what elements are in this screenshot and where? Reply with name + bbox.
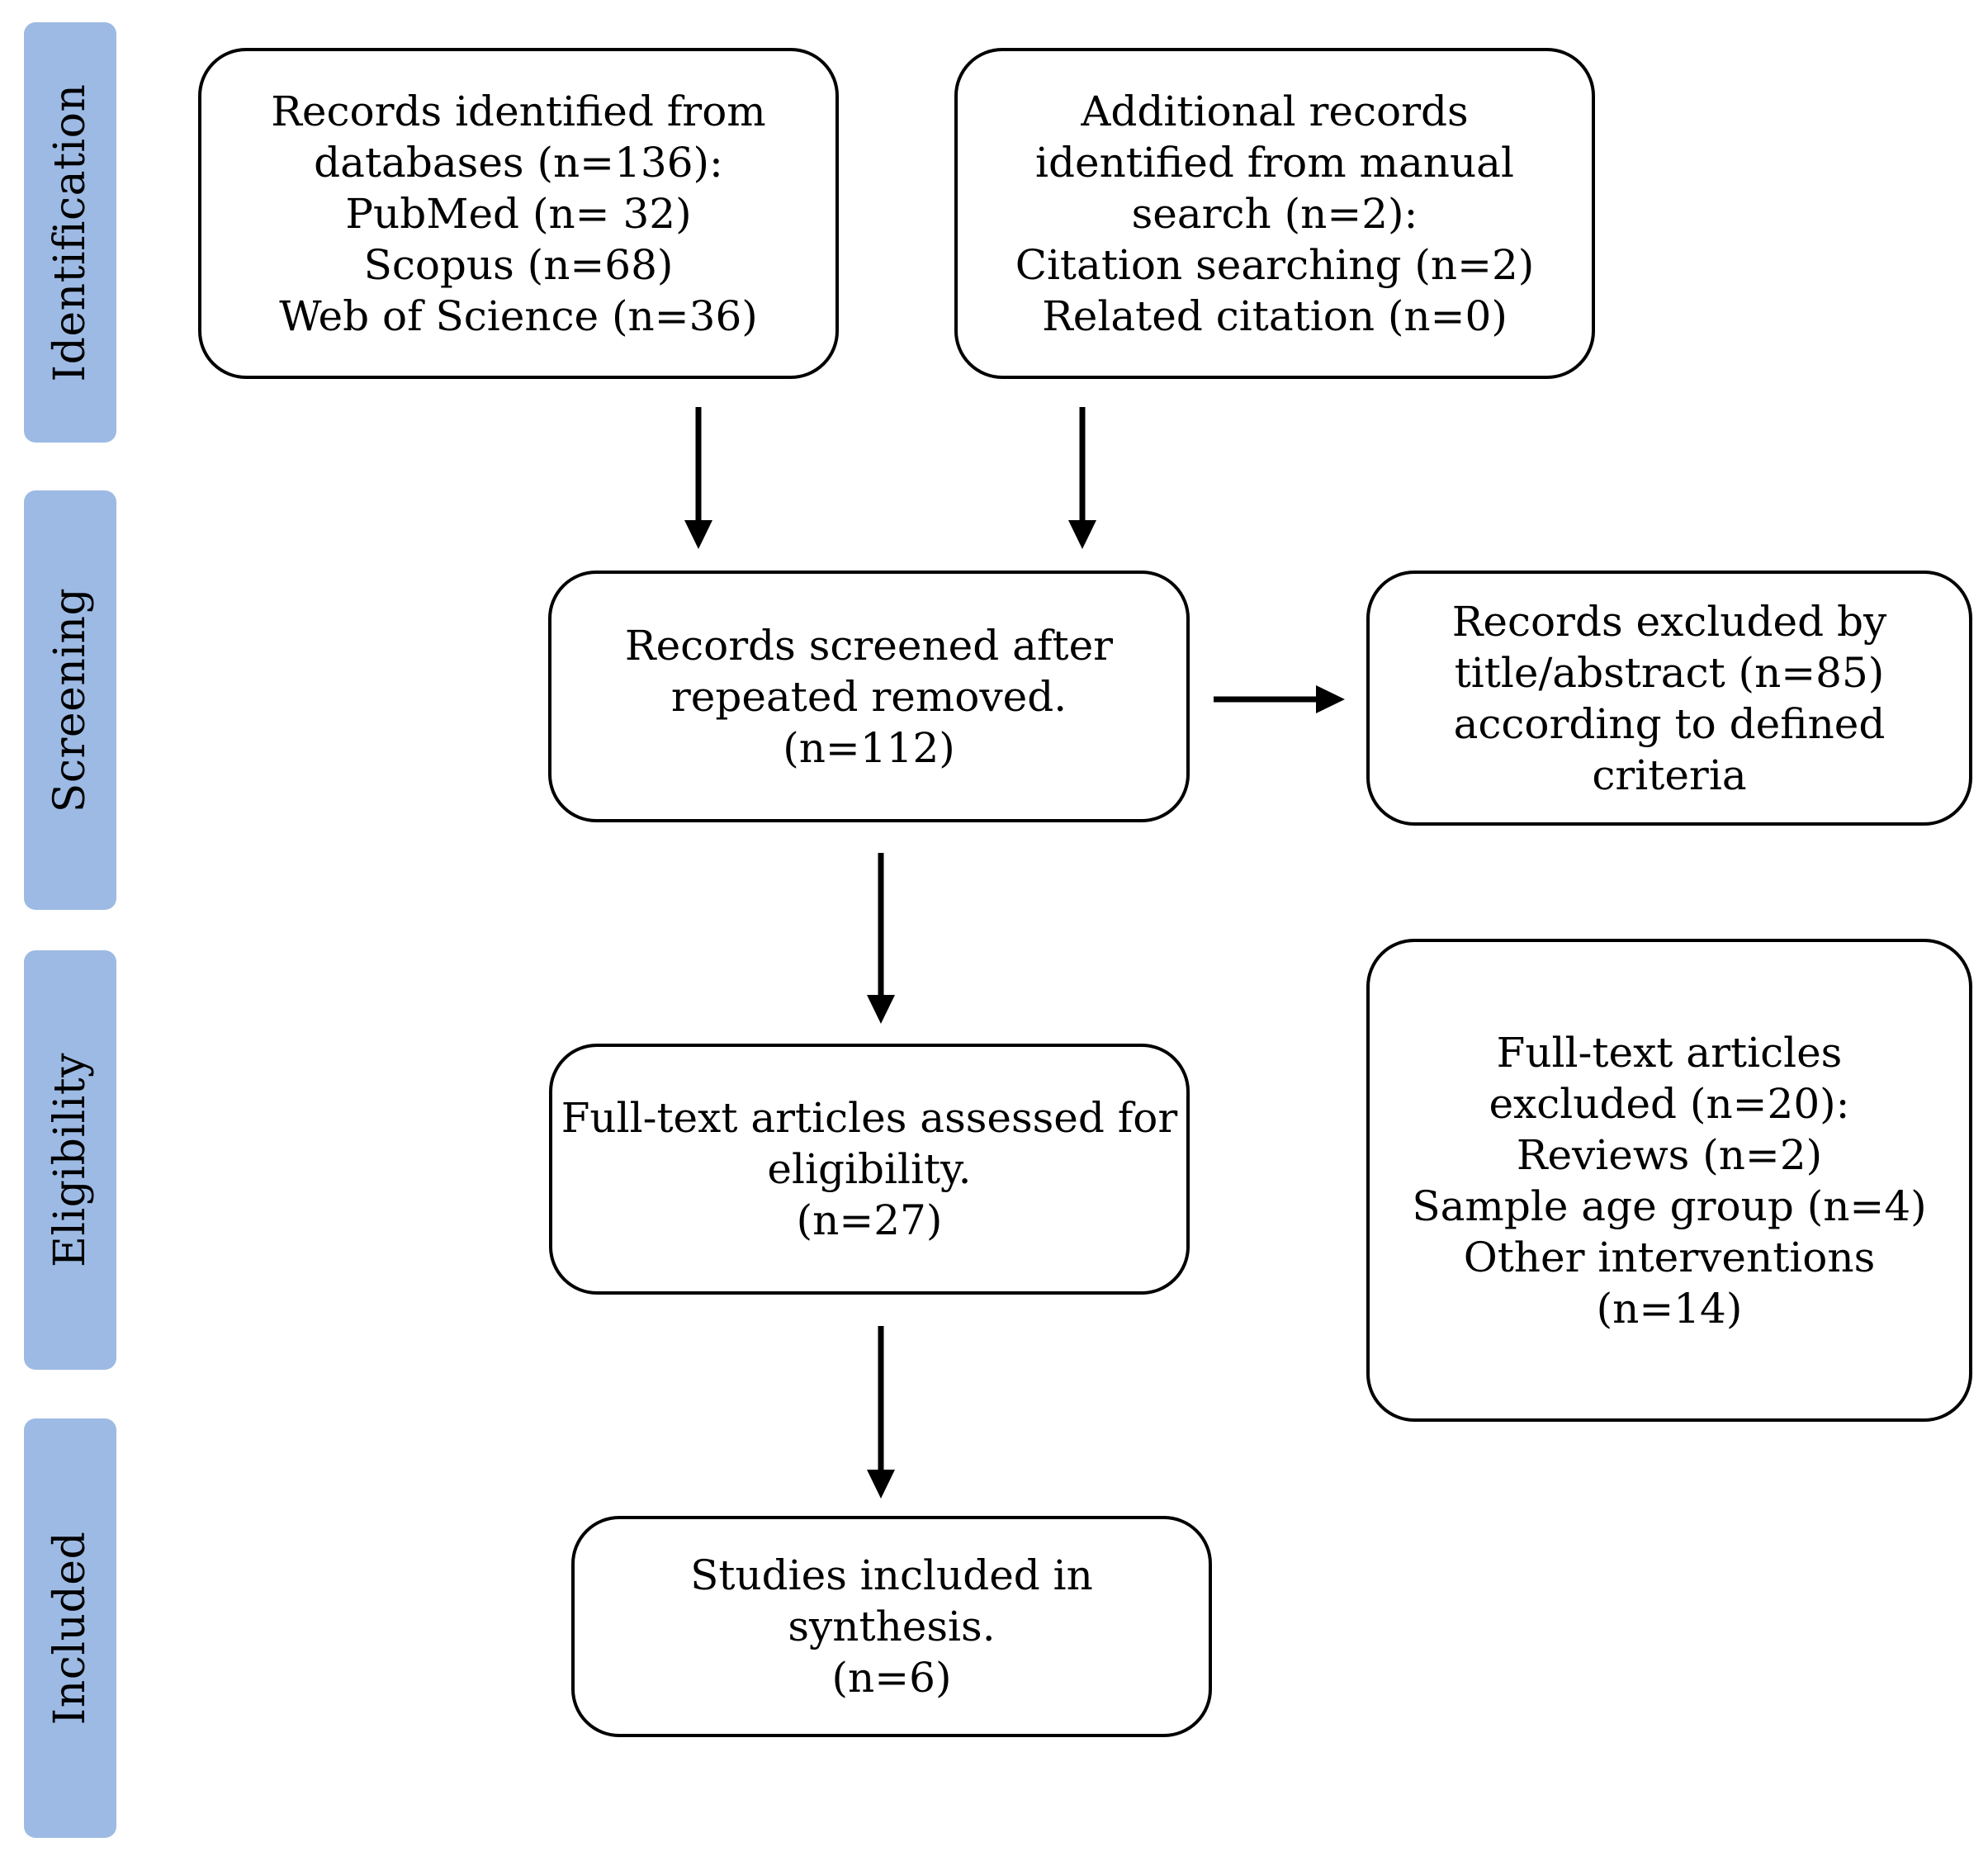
box-line: Citation searching (n=2): [1015, 240, 1535, 289]
box-line: Studies included in: [690, 1551, 1093, 1599]
excluded-fulltext-box-text: Full-text articles excluded (n=20): Revi…: [1412, 1027, 1926, 1334]
box-line: Reviews (n=2): [1516, 1130, 1823, 1179]
box-line: Records identified from: [271, 87, 766, 135]
arrowhead-screened-to-excluded: [1316, 685, 1345, 713]
box-line: excluded (n=20):: [1489, 1079, 1850, 1128]
box-line: identified from manual: [1035, 138, 1514, 187]
studies-included-box: Studies included in synthesis. (n=6): [571, 1516, 1212, 1737]
box-line: according to defined: [1453, 699, 1886, 748]
stage-bar-included: Included: [24, 1418, 116, 1838]
box-line: Web of Science (n=36): [279, 291, 758, 340]
stage-bar-eligibility: Eligibility: [24, 950, 116, 1370]
box-line: (n=112): [783, 723, 955, 772]
box-line: repeated removed.: [670, 672, 1067, 721]
box-line: eligibility.: [767, 1145, 972, 1193]
box-line: Scopus (n=68): [363, 240, 674, 289]
box-line: databases (n=136):: [314, 138, 723, 187]
box-line: Full-text articles assessed for: [561, 1094, 1178, 1142]
box-line: Sample age group (n=4): [1412, 1181, 1927, 1230]
box-line: title/abstract (n=85): [1454, 648, 1885, 697]
box-line: (n=27): [796, 1196, 943, 1244]
box-line: Records excluded by: [1451, 597, 1887, 646]
stage-bar-screening: Screening: [24, 490, 116, 910]
records-excluded-title-abstract-box: Records excluded by title/abstract (n=85…: [1366, 571, 1972, 826]
box-line: Other interventions: [1463, 1233, 1876, 1281]
fulltext-box-text: Full-text articles assessed for eligibil…: [561, 1092, 1178, 1246]
databases-box-text: Records identified from databases (n=136…: [271, 86, 765, 342]
manual-box-text: Additional records identified from manua…: [1015, 86, 1535, 342]
box-line: search (n=2):: [1131, 189, 1418, 238]
records-identified-databases-box: Records identified from databases (n=136…: [198, 48, 839, 379]
box-line: (n=6): [831, 1654, 952, 1702]
included-box-text: Studies included in synthesis. (n=6): [690, 1550, 1093, 1703]
full-text-excluded-box: Full-text articles excluded (n=20): Revi…: [1366, 939, 1972, 1422]
screened-box-text: Records screened after repeated removed.…: [625, 620, 1113, 774]
additional-records-manual-box: Additional records identified from manua…: [954, 48, 1595, 379]
arrowhead-fulltext-to-included: [867, 1470, 895, 1499]
box-line: Records screened after: [624, 621, 1114, 670]
stage-bar-identification: Identification: [24, 22, 116, 443]
box-line: Related citation (n=0): [1042, 291, 1508, 340]
box-line: Full-text articles: [1496, 1028, 1843, 1077]
box-line: criteria: [1592, 751, 1747, 799]
box-line: PubMed (n= 32): [345, 189, 692, 238]
box-line: Additional records: [1081, 87, 1469, 135]
arrowhead-screened-to-fulltext: [867, 995, 895, 1024]
box-line: synthesis.: [788, 1603, 996, 1650]
box-line: (n=14): [1596, 1284, 1743, 1333]
arrowhead-manual-to-screened: [1068, 520, 1096, 549]
excluded-title-box-text: Records excluded by title/abstract (n=85…: [1452, 596, 1887, 801]
records-screened-box: Records screened after repeated removed.…: [548, 571, 1190, 822]
full-text-assessed-box: Full-text articles assessed for eligibil…: [549, 1044, 1190, 1295]
arrowhead-databases-to-screened: [684, 520, 712, 549]
